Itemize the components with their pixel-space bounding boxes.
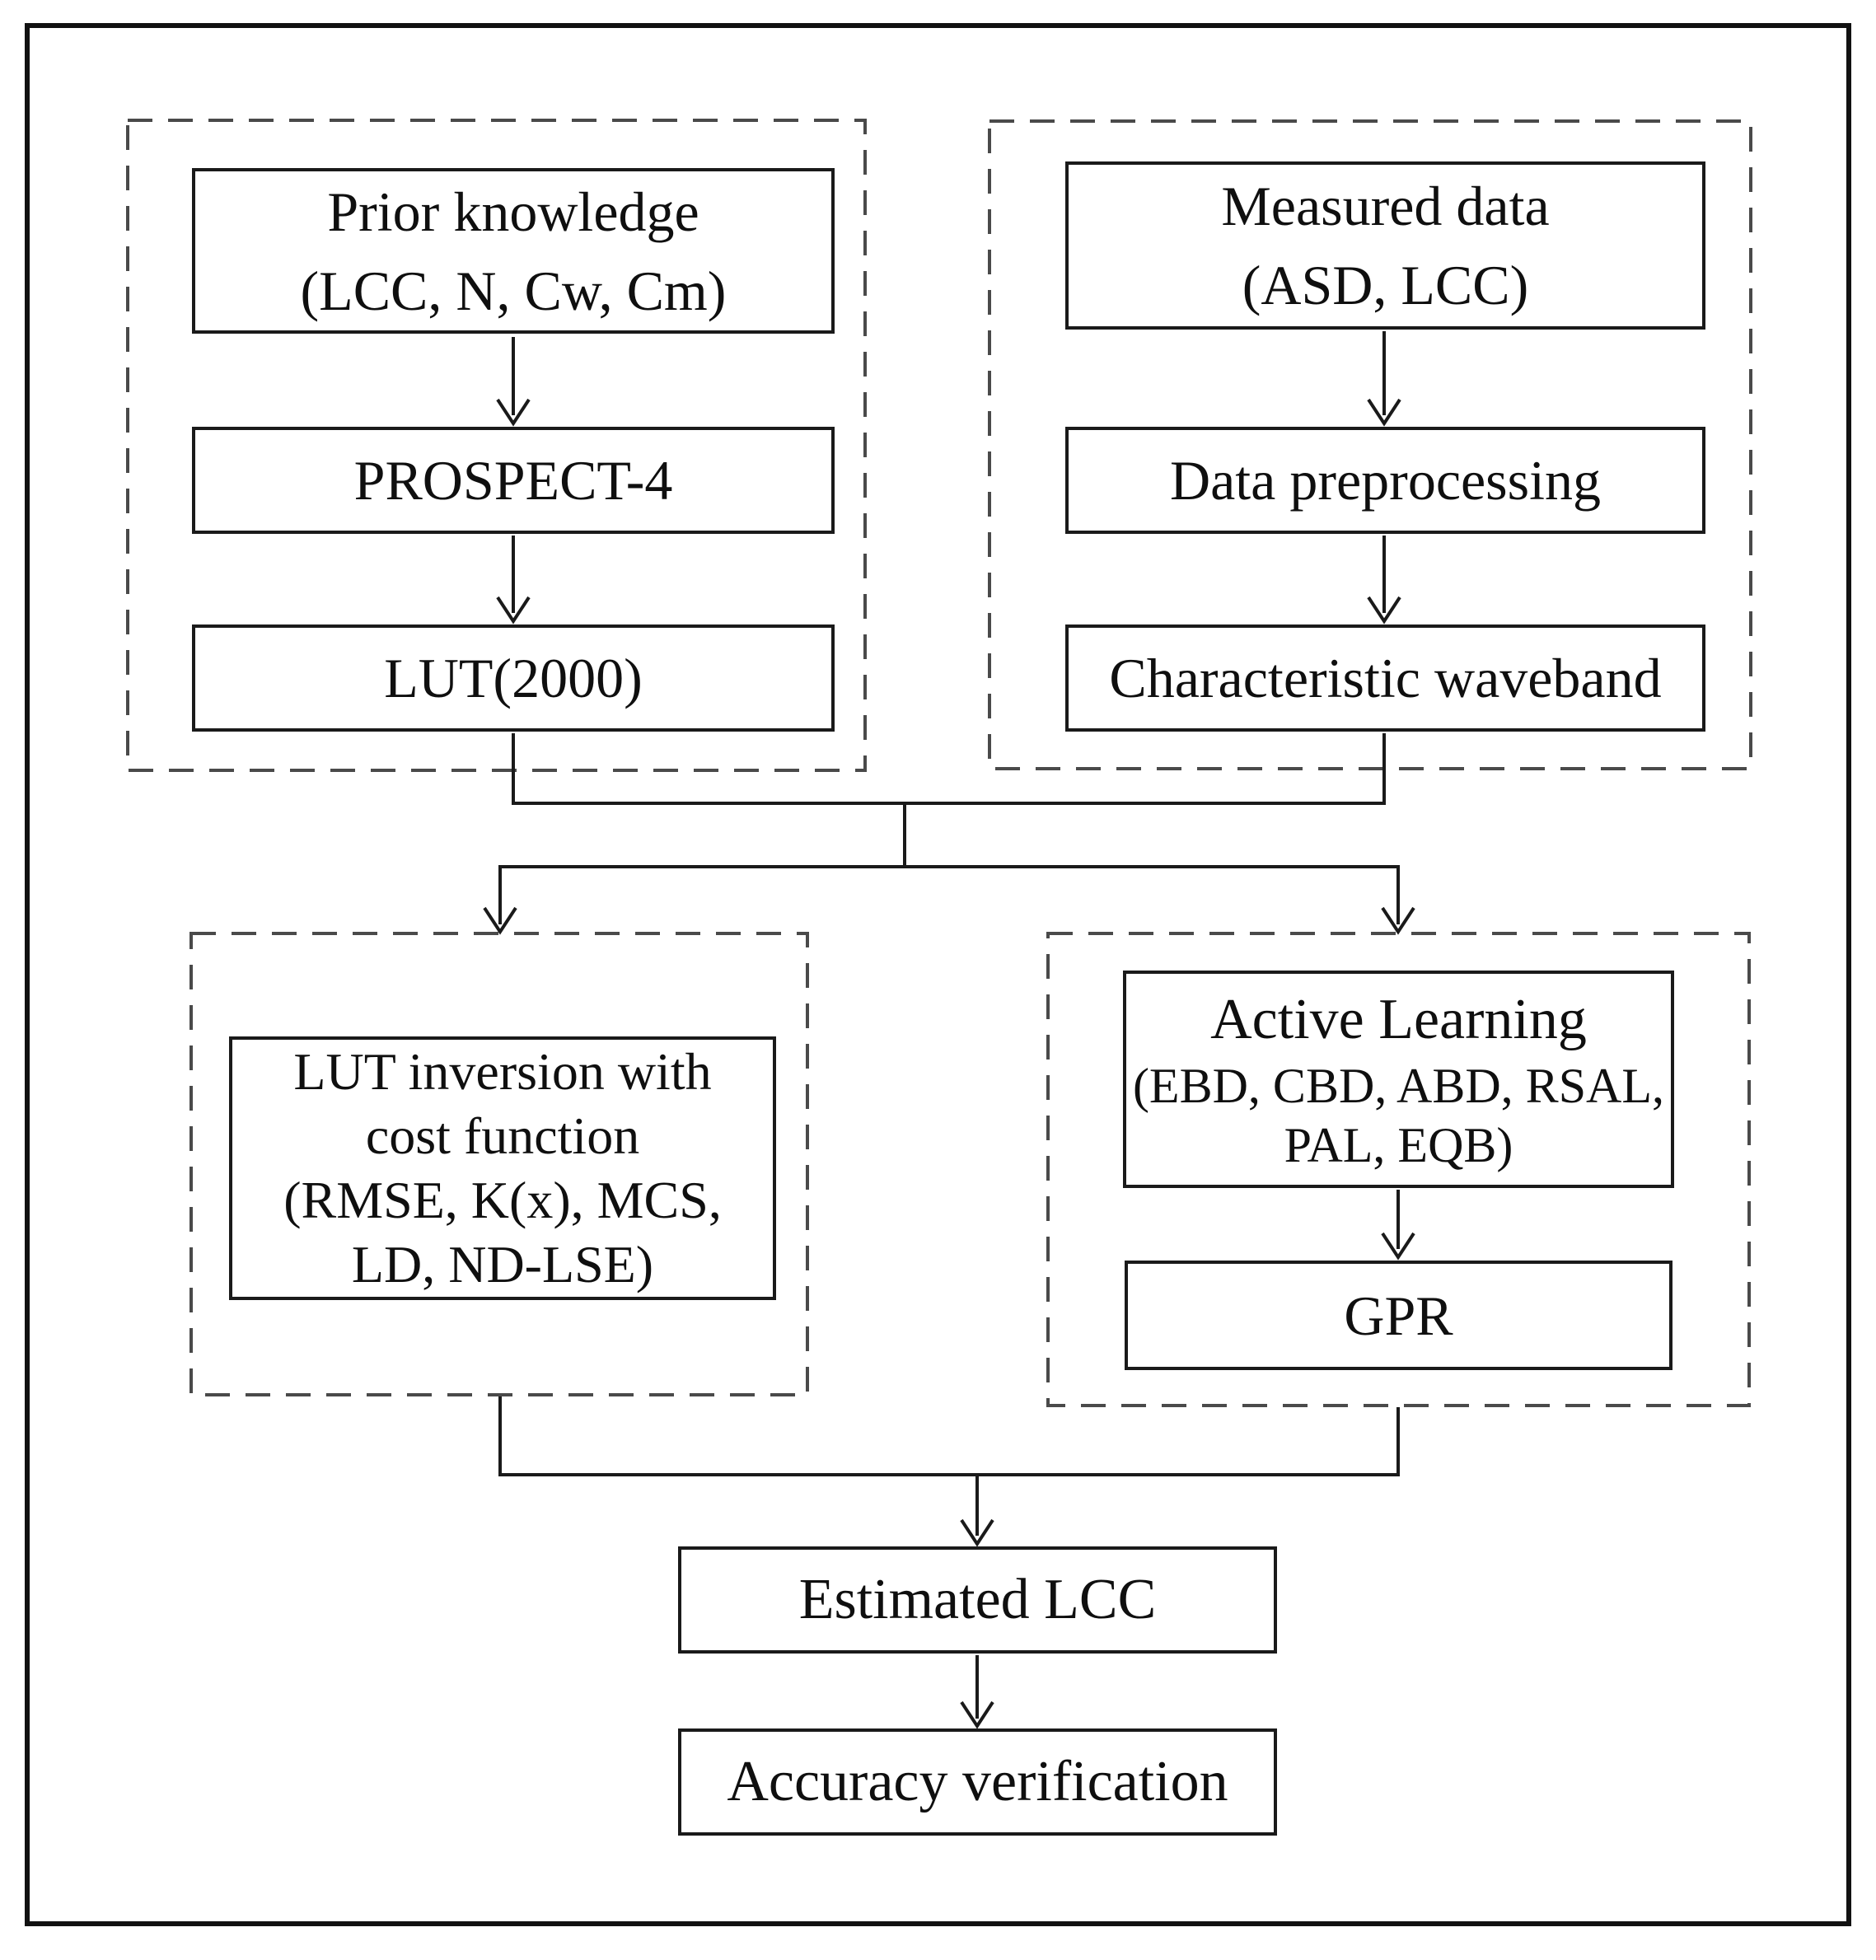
box-lut-inversion: LUT inversion with cost function (RMSE, … bbox=[229, 1036, 776, 1300]
active-learning-title: Active Learning bbox=[1210, 988, 1587, 1051]
box-data-preprocessing: Data preprocessing bbox=[1065, 427, 1705, 534]
measured-data-line2: (ASD, LCC) bbox=[1242, 254, 1529, 316]
data-preprocessing-label: Data preprocessing bbox=[1169, 449, 1601, 512]
box-accuracy-verification: Accuracy verification bbox=[678, 1728, 1277, 1836]
lut-inversion-line3: (RMSE, K(x), MCS, bbox=[283, 1171, 722, 1229]
lut-inversion-line1: LUT inversion with bbox=[293, 1042, 712, 1101]
box-estimated-lcc: Estimated LCC bbox=[678, 1546, 1277, 1654]
estimated-lcc-label: Estimated LCC bbox=[798, 1568, 1157, 1631]
box-measured-data: Measured data (ASD, LCC) bbox=[1065, 161, 1705, 330]
gpr-label: GPR bbox=[1344, 1284, 1453, 1347]
box-active-learning: Active Learning (EBD, CBD, ABD, RSAL, PA… bbox=[1123, 971, 1674, 1188]
prior-knowledge-line1: Prior knowledge bbox=[327, 180, 699, 243]
characteristic-waveband-label: Characteristic waveband bbox=[1109, 647, 1662, 709]
lut-inversion-line4: LD, ND-LSE) bbox=[351, 1235, 654, 1293]
accuracy-verification-label: Accuracy verification bbox=[727, 1750, 1228, 1813]
prospect4-label: PROSPECT-4 bbox=[353, 449, 673, 512]
lut-inversion-line2: cost function bbox=[365, 1106, 640, 1165]
box-prospect4: PROSPECT-4 bbox=[192, 427, 835, 534]
figure-outer-border bbox=[25, 23, 1851, 1926]
box-lut2000: LUT(2000) bbox=[192, 624, 835, 732]
box-gpr: GPR bbox=[1125, 1261, 1672, 1370]
active-learning-line3: PAL, EQB) bbox=[1284, 1118, 1513, 1172]
active-learning-line2: (EBD, CBD, ABD, RSAL, bbox=[1132, 1059, 1665, 1113]
box-prior-knowledge: Prior knowledge (LCC, N, Cw, Cm) bbox=[192, 168, 835, 334]
box-characteristic-waveband: Characteristic waveband bbox=[1065, 624, 1705, 732]
measured-data-line1: Measured data bbox=[1221, 175, 1550, 237]
prior-knowledge-line2: (LCC, N, Cw, Cm) bbox=[300, 259, 727, 322]
lut2000-label: LUT(2000) bbox=[384, 647, 643, 709]
